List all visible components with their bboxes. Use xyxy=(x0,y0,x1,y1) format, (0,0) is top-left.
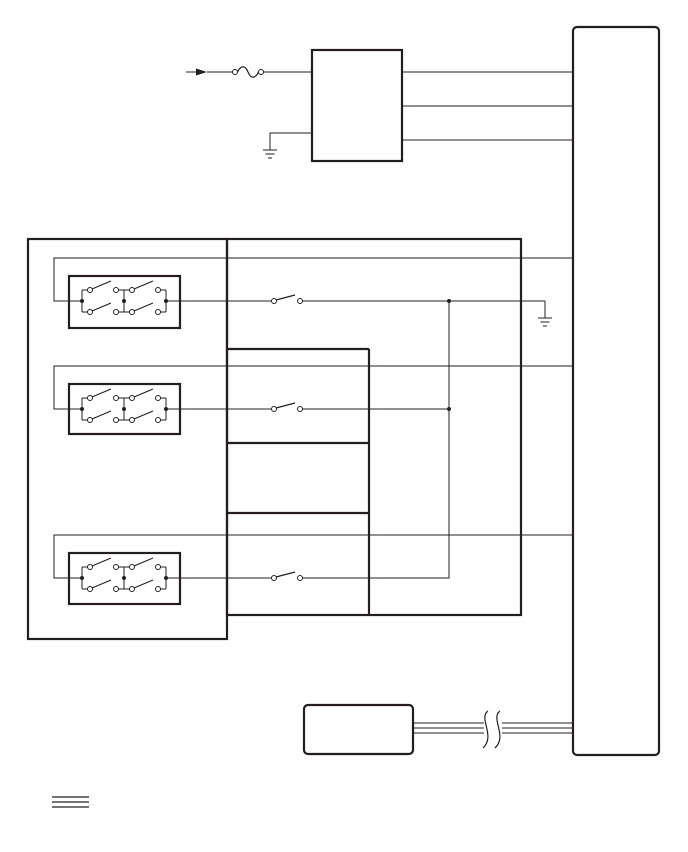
ground-icon xyxy=(263,149,277,159)
triple-line-icon xyxy=(52,796,89,808)
middle-unit-box xyxy=(225,237,523,617)
arrow-right-icon xyxy=(186,68,207,76)
ground-icon xyxy=(538,317,552,327)
switch-icon xyxy=(271,402,303,412)
twisted-wire-bundle xyxy=(413,722,573,734)
switch-icon xyxy=(271,571,303,581)
fuse-icon xyxy=(232,66,264,78)
switch-icon xyxy=(271,294,303,304)
switch-panel-box xyxy=(26,237,229,641)
main-control-unit-box xyxy=(571,25,661,757)
switch-assembly-2 xyxy=(53,365,573,436)
wire-break-icon xyxy=(482,710,501,749)
switch-assembly-3 xyxy=(53,534,573,606)
bottom-module-box xyxy=(302,703,415,756)
switch-assembly-1 xyxy=(53,257,573,330)
top-module-box xyxy=(310,48,404,163)
